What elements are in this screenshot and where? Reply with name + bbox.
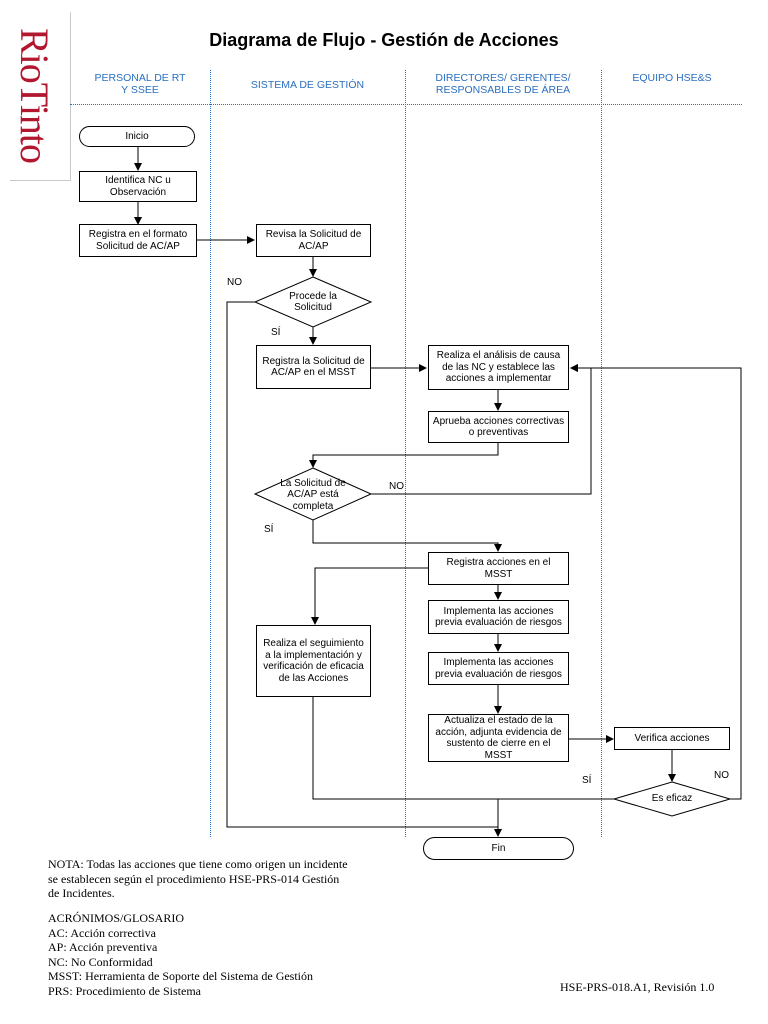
verifica-node: Verifica acciones [614, 727, 730, 750]
lane-header-line: SISTEMA DE GESTIÓN [250, 79, 365, 91]
glossary-item: PRS: Procedimiento de Sistema [48, 983, 201, 998]
lane-header-hse: EQUIPO HSE&S [601, 72, 743, 84]
arrow-aprueba-completa [309, 443, 499, 468]
glossary-item: MSST: Herramienta de Soporte del Sistema… [48, 969, 314, 983]
lane-header-personal: PERSONAL DE RT Y SSEE [70, 72, 210, 96]
lane-header-line: RESPONSABLES DE ÁREA [435, 84, 571, 96]
edge-label-no: NO [227, 277, 242, 288]
decision-eficaz-shape [612, 781, 732, 817]
glossary: ACRÓNIMOS/GLOSARIO AC: Acción correctiva… [48, 911, 368, 998]
edge-label-no: NO [714, 770, 729, 781]
decision-procede-label: Procede la Solicitud [289, 290, 337, 314]
lane-header-line: PERSONAL DE RT [94, 72, 186, 84]
riotinto-logo: RioTinto [10, 12, 71, 181]
header-divider [70, 104, 742, 105]
lane-header-sistema: SISTEMA DE GESTIÓN [210, 79, 405, 91]
arrow-procede-no-fin [226, 301, 498, 828]
edge-label-no: NO [389, 481, 404, 492]
actualiza-node: Actualiza el estado de la acción, adjunt… [428, 714, 569, 762]
glossary-item: AP: Acción preventiva [48, 940, 158, 954]
edge-label-si: SÍ [582, 775, 592, 786]
lane-divider [601, 70, 602, 837]
lane-header-line: EQUIPO HSE&S [632, 72, 712, 84]
implementa-node-2: Implementa las acciones previa evaluació… [428, 652, 569, 685]
lane-header-line: DIRECTORES/ GERENTES/ [435, 72, 571, 84]
glossary-item: AC: Acción correctiva [48, 925, 156, 940]
lane-header-directores: DIRECTORES/ GERENTES/ RESPONSABLES DE ÁR… [405, 72, 601, 96]
identifica-node: Identifica NC u Observación [79, 171, 197, 202]
end-node: Fin [423, 837, 574, 860]
edge-label-si: SÍ [271, 327, 281, 338]
lane-divider [405, 70, 406, 837]
registra-formato-node: Registra en el formato Solicitud de AC/A… [79, 224, 197, 257]
decision-completa-label: La Solicitud de AC/AP está completa [280, 477, 346, 512]
registra-msst-node: Registra la Solicitud de AC/AP en el MSS… [256, 345, 371, 389]
revisa-node: Revisa la Solicitud de AC/AP [256, 224, 371, 257]
arrow-seguimiento-eficaz [312, 697, 614, 800]
analisis-node: Realiza el análisis de causa de las NC y… [428, 345, 569, 390]
lane-divider [210, 70, 211, 837]
arrow-registra-seguimiento [311, 567, 428, 625]
nota-text: NOTA: Todas las acciones que tiene como … [48, 857, 348, 900]
seguimiento-node: Realiza el seguimiento a la implementaci… [256, 625, 371, 697]
diagram-title: Diagrama de Flujo - Gestión de Acciones [209, 30, 559, 50]
start-node: Inicio [79, 126, 195, 147]
glossary-item: NC: No Conformidad [48, 954, 153, 969]
implementa-node-1: Implementa las acciones previa evaluació… [428, 600, 569, 634]
edge-label-si: SÍ [264, 524, 274, 535]
lane-header-line: Y SSEE [121, 84, 159, 96]
arrow-completa-si-registra [312, 520, 502, 552]
arrow-eficaz-no-analisis [570, 364, 742, 800]
document-reference: HSE-PRS-018.A1, Revisión 1.0 [560, 980, 715, 994]
decision-eficaz-label: Es eficaz [651, 793, 693, 805]
registra-acciones-node: Registra acciones en el MSST [428, 552, 569, 585]
glossary-title: ACRÓNIMOS/GLOSARIO [48, 911, 185, 925]
aprueba-node: Aprueba acciones correctivas o preventiv… [428, 411, 569, 443]
